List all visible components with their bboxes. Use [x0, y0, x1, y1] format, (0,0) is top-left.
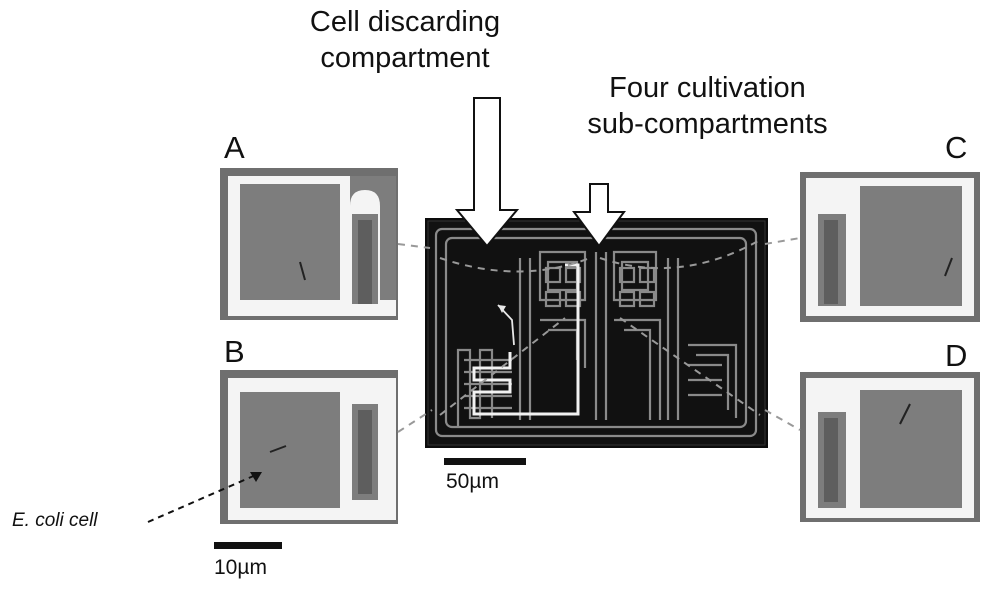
- cultivation-label-line1: Four cultivation: [609, 72, 806, 104]
- panel-b-label: B: [224, 334, 245, 369]
- chip-connector-lines: [439, 239, 761, 416]
- highlighted-cell-path: [472, 263, 580, 416]
- center-scale-label: 50µm: [446, 470, 499, 493]
- discarding-label-line1: Cell discarding: [309, 6, 501, 38]
- cultivation-callout: Four cultivation sub-compartments: [545, 70, 870, 142]
- cultivation-arrow: [572, 183, 626, 248]
- channel-network: [434, 227, 758, 438]
- panel-c-label: C: [945, 130, 968, 165]
- panel-connector-lines: [397, 237, 801, 433]
- cultivation-label-line2: sub-compartments: [587, 108, 828, 140]
- ecoli-label: E. coli cell: [12, 510, 98, 531]
- microfluidic-chip-image: [425, 218, 768, 448]
- discarding-callout: Cell discarding compartment: [270, 4, 540, 76]
- panel-a-label: A: [224, 130, 245, 165]
- panel-b-image: [220, 370, 398, 524]
- small-scale-label: 10µm: [214, 556, 267, 579]
- panel-d-label: D: [945, 338, 968, 373]
- panel-c-image: [800, 172, 980, 322]
- discarding-arrow: [454, 97, 520, 248]
- ecoli-pointer-arrow: [147, 472, 262, 523]
- small-scale-bar: [214, 542, 282, 549]
- panel-d-image: [800, 372, 980, 522]
- center-scale-bar: [444, 458, 526, 465]
- discarding-label-line2: compartment: [320, 42, 490, 74]
- panel-a-image: [220, 168, 398, 320]
